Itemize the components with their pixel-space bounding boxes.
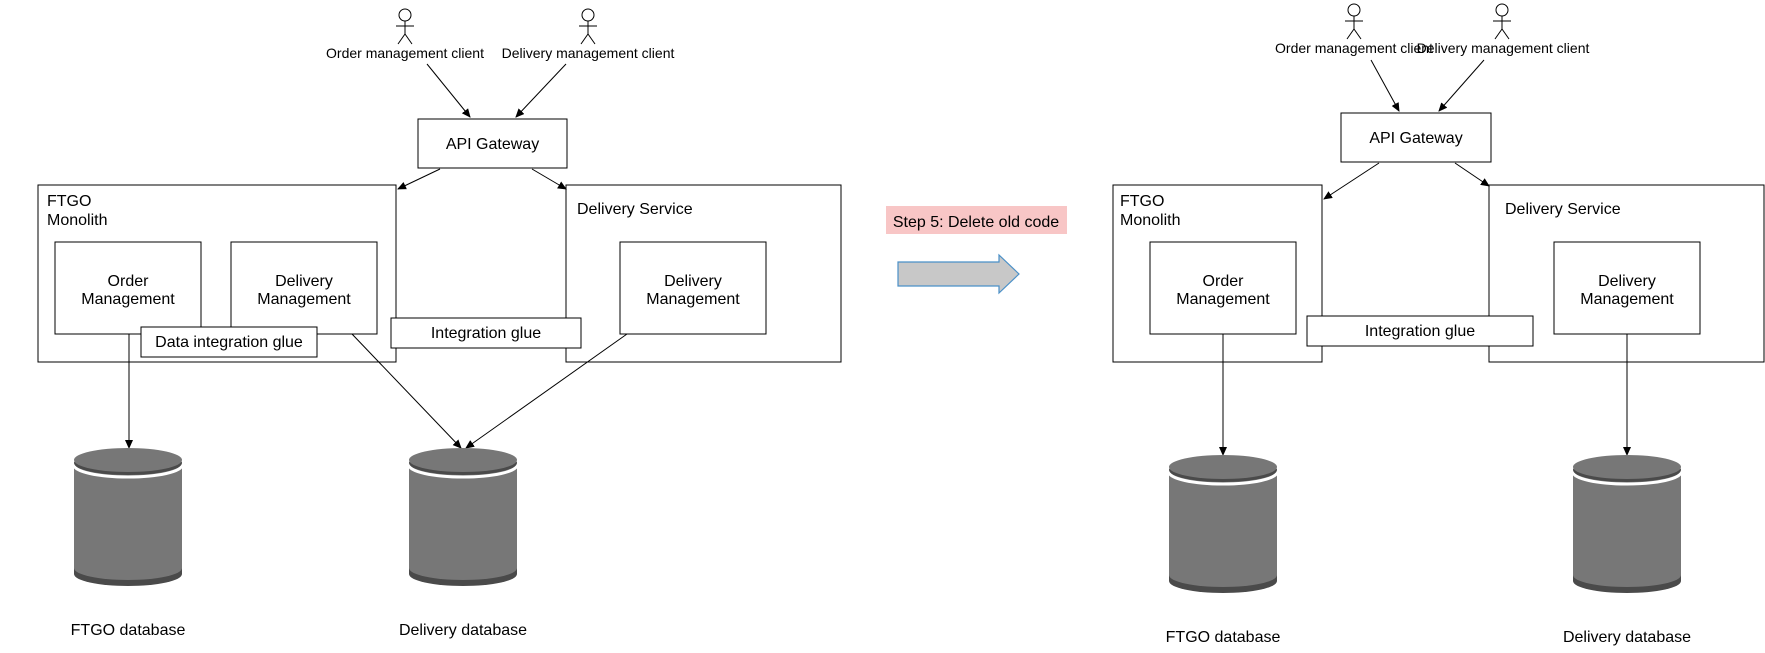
monolith-title-line2-left: Monolith xyxy=(47,212,107,229)
service-delivery-management-line1-left: Delivery xyxy=(664,273,722,290)
actor-order-client-label-left: Order management client xyxy=(326,45,484,61)
order-management-line2-right: Management xyxy=(1176,291,1270,308)
left-diagram: Order management client Delivery managem… xyxy=(37,8,842,639)
delivery-database-label-left: Delivery database xyxy=(399,622,527,639)
integration-glue-box-left xyxy=(390,317,582,349)
actor-order-client-label-right: Order management client xyxy=(1275,40,1433,56)
arrow-order-client-to-gateway-left xyxy=(426,63,471,118)
order-management-box-right xyxy=(1149,241,1297,335)
data-integration-glue-box-left xyxy=(140,326,318,358)
arrow-gateway-to-delivery-service-left xyxy=(531,168,567,190)
order-management-box-left xyxy=(54,241,202,335)
arrow-gateway-to-delivery-service-right xyxy=(1454,162,1490,187)
step-label: Step 5: Delete old code xyxy=(893,214,1059,231)
step-arrow-icon xyxy=(897,253,1020,295)
arrow-monolith-delivery-to-delivery-db-left xyxy=(351,333,462,449)
right-diagram: Order management client Delivery managem… xyxy=(1112,3,1765,646)
monolith-delivery-management-box-left xyxy=(230,241,378,335)
actor-order-client-right xyxy=(1345,3,1363,40)
integration-glue-label-right: Integration glue xyxy=(1365,323,1475,340)
arrow-delivery-client-to-gateway-left xyxy=(515,63,567,118)
api-gateway-label-right: API Gateway xyxy=(1369,130,1462,147)
monolith-delivery-management-line1-left: Delivery xyxy=(275,273,333,290)
ftgo-database-icon-left xyxy=(72,448,184,586)
monolith-delivery-management-line2-left: Management xyxy=(257,291,351,308)
api-gateway-box-left xyxy=(417,118,568,169)
data-integration-glue-label-left: Data integration glue xyxy=(155,334,303,351)
delivery-database-icon-right xyxy=(1571,455,1683,593)
api-gateway-box-right xyxy=(1340,112,1492,163)
delivery-database-label-right: Delivery database xyxy=(1563,629,1691,646)
service-delivery-management-box-left xyxy=(619,241,767,335)
delivery-service-title-right: Delivery Service xyxy=(1505,201,1621,218)
order-management-line2-left: Management xyxy=(81,291,175,308)
ftgo-database-label-left: FTGO database xyxy=(71,622,186,639)
integration-glue-box-right xyxy=(1306,315,1534,347)
order-management-line1-right: Order xyxy=(1203,273,1245,290)
monolith-title-line1-left: FTGO xyxy=(47,193,91,210)
arrow-gateway-to-monolith-left xyxy=(397,168,441,190)
service-delivery-management-line1-right: Delivery xyxy=(1598,273,1656,290)
actor-delivery-client-label-right: Delivery management client xyxy=(1417,40,1590,56)
ftgo-database-label-right: FTGO database xyxy=(1166,629,1281,646)
delivery-database-icon-left xyxy=(407,448,519,586)
actor-order-client-left xyxy=(396,8,414,45)
arrow-order-client-to-gateway-right xyxy=(1370,59,1400,112)
step-badge xyxy=(886,206,1067,234)
delivery-service-title-left: Delivery Service xyxy=(577,201,693,218)
ftgo-database-icon-right xyxy=(1167,455,1279,593)
actor-delivery-client-label-left: Delivery management client xyxy=(502,45,675,61)
monolith-title-line2-right: Monolith xyxy=(1120,212,1180,229)
integration-glue-label-left: Integration glue xyxy=(431,325,541,342)
step-indicator: Step 5: Delete old code xyxy=(886,206,1067,295)
arrow-service-delivery-to-delivery-db-left xyxy=(465,333,628,449)
monolith-title-line1-right: FTGO xyxy=(1120,193,1164,210)
api-gateway-label-left: API Gateway xyxy=(446,136,539,153)
service-delivery-management-line2-right: Management xyxy=(1580,291,1674,308)
arrow-gateway-to-monolith-right xyxy=(1323,162,1380,200)
actor-delivery-client-left xyxy=(579,8,597,45)
arrow-delivery-client-to-gateway-right xyxy=(1438,59,1485,112)
service-delivery-management-line2-left: Management xyxy=(646,291,740,308)
actor-delivery-client-right xyxy=(1493,3,1511,40)
service-delivery-management-box-right xyxy=(1553,241,1701,335)
order-management-line1-left: Order xyxy=(108,273,150,290)
